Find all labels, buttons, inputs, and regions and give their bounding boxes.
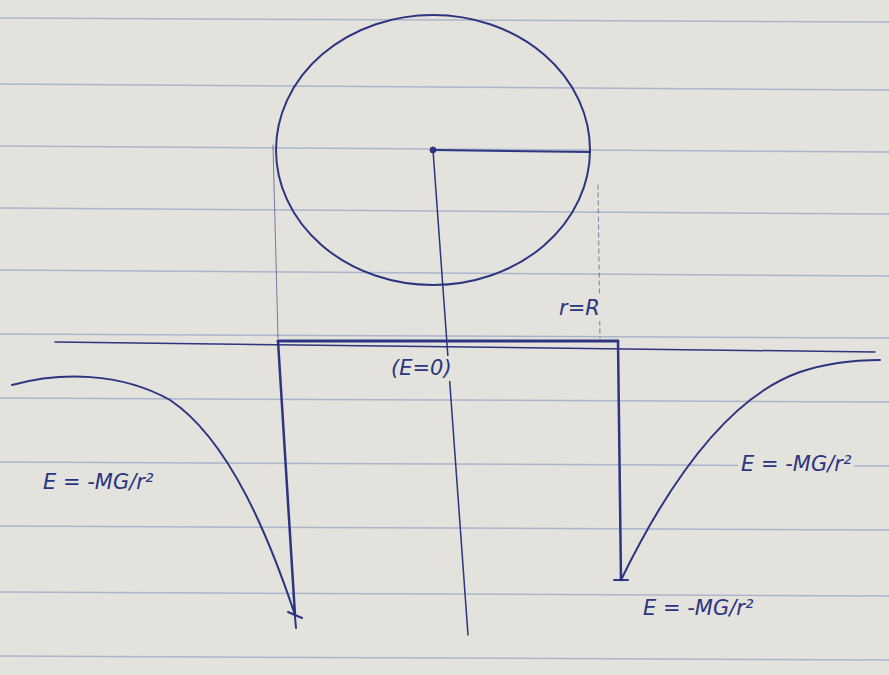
field-equation: E = -MG/r²: [640, 596, 756, 621]
right-drop: [618, 341, 621, 580]
centre-guide: [433, 150, 468, 635]
ink-drawing: [12, 15, 880, 635]
axis-label: r=R: [556, 296, 603, 321]
ruled-lines: [0, 18, 889, 660]
radius-line: [433, 150, 590, 152]
tick-mark: [294, 606, 296, 628]
right-field-curve: [621, 360, 880, 580]
field-equation: E = -MG/r²: [40, 470, 156, 495]
axis-label: (E=0): [388, 356, 455, 381]
edge-guide: [273, 145, 278, 338]
field-equation: E = -MG/r²: [738, 452, 854, 477]
tick-mark: [614, 579, 628, 581]
left-field-curve: [12, 377, 295, 615]
r-axis: [55, 342, 875, 352]
zero-field-segment: [278, 340, 618, 343]
